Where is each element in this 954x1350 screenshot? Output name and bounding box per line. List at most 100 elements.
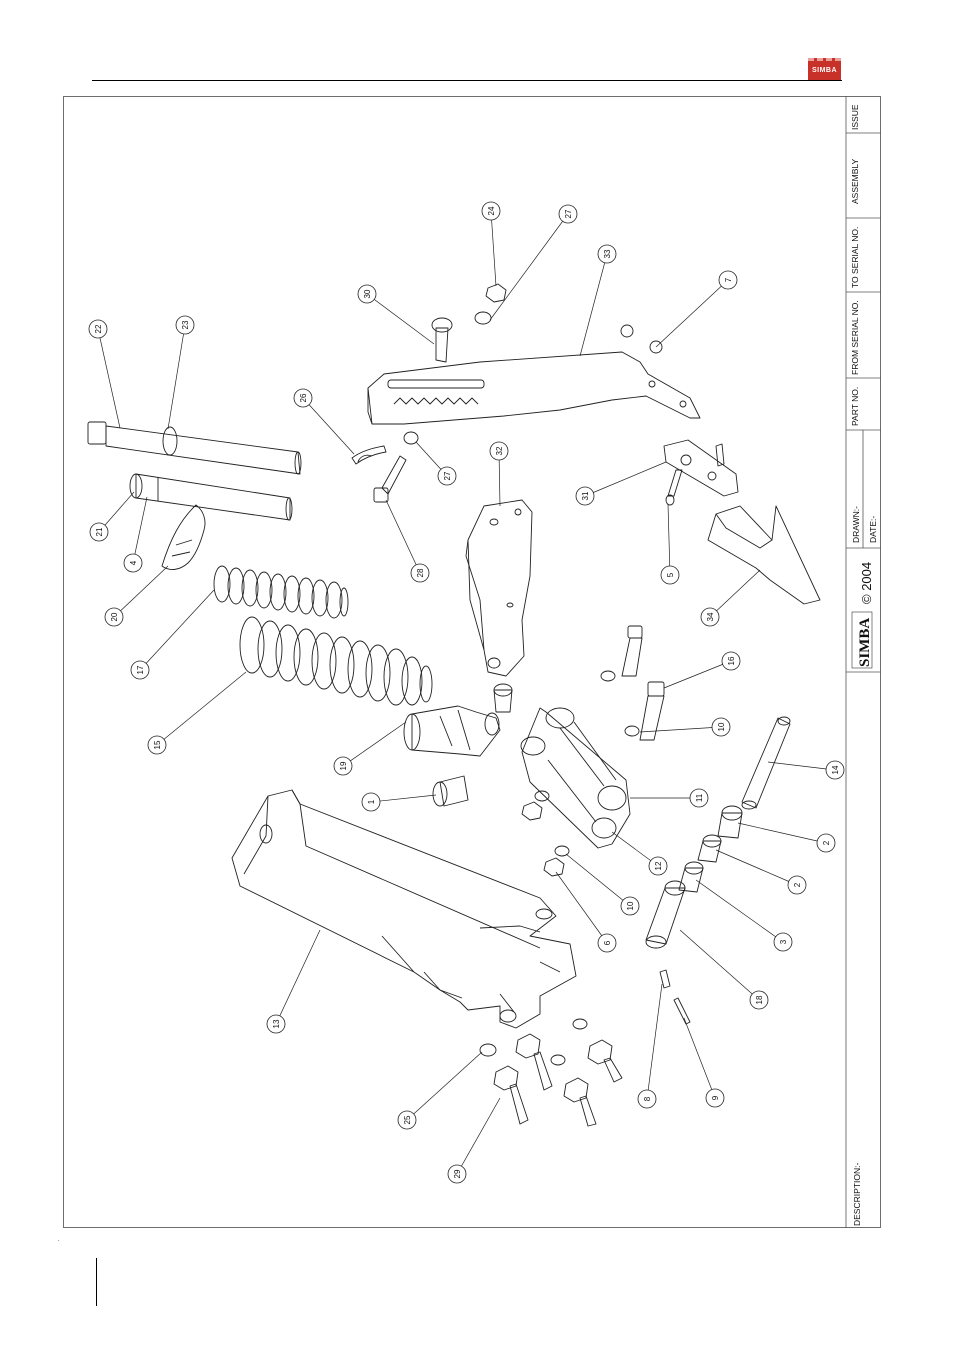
callout-leader-line	[407, 1052, 482, 1120]
part-23-washer	[163, 427, 177, 455]
part-bolt-bottom-3	[564, 1078, 596, 1126]
callout-number: 4	[129, 560, 138, 565]
callout-number: 26	[299, 393, 308, 402]
part-no-label: PART NO.	[850, 387, 860, 426]
callout-number: 27	[564, 209, 573, 218]
callout-leader-line	[580, 254, 607, 356]
callout-number: 6	[603, 940, 612, 945]
callout-number: 18	[755, 995, 764, 1004]
part-28-bolt	[374, 456, 406, 502]
part-17-small-spring	[214, 566, 348, 618]
copyright-text: © 2004	[859, 562, 874, 604]
assembly-label: ASSEMBLY	[850, 158, 860, 204]
callout-leader-line	[491, 211, 496, 286]
part-32-bracket-plate	[466, 500, 532, 676]
part-washer-upper-right	[601, 671, 615, 681]
part-15-large-spring	[240, 617, 432, 705]
callout-number: 27	[443, 471, 452, 480]
part-20-spring-clip	[162, 505, 205, 570]
part-18-sleeve	[646, 881, 685, 948]
callout-leader-line	[114, 566, 168, 617]
callout-number: 29	[453, 1169, 462, 1178]
callout-number: 2	[793, 882, 802, 887]
part-2-bush-upper	[718, 806, 742, 838]
callout-number: 8	[643, 1096, 652, 1101]
callout-leader-line	[680, 930, 759, 1000]
callout-leader-line	[457, 1098, 500, 1174]
part-29-bolt	[494, 1066, 528, 1124]
callout-number: 23	[181, 320, 190, 329]
callout-number: 20	[110, 612, 119, 621]
callout-number: 12	[654, 861, 663, 870]
callout-leader-line	[684, 1018, 715, 1098]
callout-leader-line	[140, 590, 214, 670]
part-washer-bottom-2	[551, 1055, 565, 1065]
part-nut-middle	[522, 802, 542, 820]
callout-number: 9	[711, 1095, 720, 1100]
part-33-arm-lever	[368, 352, 700, 424]
callout-leader-line	[647, 984, 662, 1099]
part-21-bush-tube	[130, 474, 292, 520]
part-washer-bottom-3	[573, 1019, 587, 1029]
part-bolt-bottom-2	[516, 1034, 552, 1090]
callout-leader-line	[716, 850, 797, 885]
part-6-nut	[544, 858, 564, 876]
callout-leader-line	[303, 398, 354, 454]
simba-brand-mark: SIMBA	[852, 612, 873, 668]
callout-number: 33	[603, 249, 612, 258]
callout-number: 19	[339, 761, 348, 770]
callout-number: 11	[695, 793, 704, 802]
part-9-pin	[674, 998, 690, 1024]
part-2-bush-lower	[679, 862, 703, 892]
callout-number: 16	[727, 656, 736, 665]
callout-leader-line	[157, 672, 246, 745]
callout-leader-line	[768, 762, 835, 770]
callout-number: 31	[581, 491, 590, 500]
part-11-12-link-casting	[521, 708, 630, 848]
part-bolt-upper-right	[622, 626, 642, 676]
brand-text: SIMBA	[857, 618, 873, 667]
callout-number: 7	[724, 277, 733, 282]
callout-number: 24	[487, 206, 496, 215]
part-bolt-bottom-4	[588, 1040, 622, 1082]
callout-number: 22	[94, 324, 103, 333]
drawn-label: DRAWN:-	[851, 506, 861, 543]
callout-number: 10	[717, 722, 726, 731]
callout-leader-line	[343, 722, 406, 766]
callout-leader-line	[640, 727, 721, 732]
callout-number: 28	[416, 568, 425, 577]
callout-number: 17	[136, 665, 145, 674]
callout-leaders	[98, 211, 835, 1174]
callout-number: 21	[95, 527, 104, 536]
callout-number: 30	[363, 289, 372, 298]
description-label: DESCRIPTION:-	[852, 1163, 862, 1226]
part-3-bush	[698, 835, 721, 862]
callout-number: 3	[779, 939, 788, 944]
callout-leader-line	[738, 823, 826, 843]
callout-leader-line	[386, 500, 420, 573]
callout-leader-line	[710, 570, 760, 617]
part-31-hinge-block	[664, 440, 738, 496]
callout-leader-line	[276, 930, 320, 1024]
callout-leader-line	[367, 294, 434, 344]
date-label: DATE:-	[868, 516, 878, 543]
callout-leader-line	[168, 325, 185, 429]
part-19-spring-seat	[404, 706, 500, 756]
callout-leader-line	[133, 497, 147, 563]
part-26-split-pin	[352, 446, 386, 464]
callout-leader-line	[98, 329, 120, 428]
callout-number: 14	[831, 765, 840, 774]
callout-leader-line	[585, 462, 666, 496]
callout-leader-line	[656, 280, 728, 347]
part-24-nut	[486, 284, 506, 302]
part-22-long-bolt	[88, 422, 301, 474]
part-1-bush	[433, 776, 468, 806]
callout-number: 2	[822, 840, 831, 845]
callout-number: 32	[495, 446, 504, 455]
callout-number: 13	[272, 1019, 281, 1028]
part-washer-middle	[535, 791, 549, 801]
callout-leader-line	[371, 795, 436, 802]
issue-label: ISSUE	[850, 104, 860, 130]
